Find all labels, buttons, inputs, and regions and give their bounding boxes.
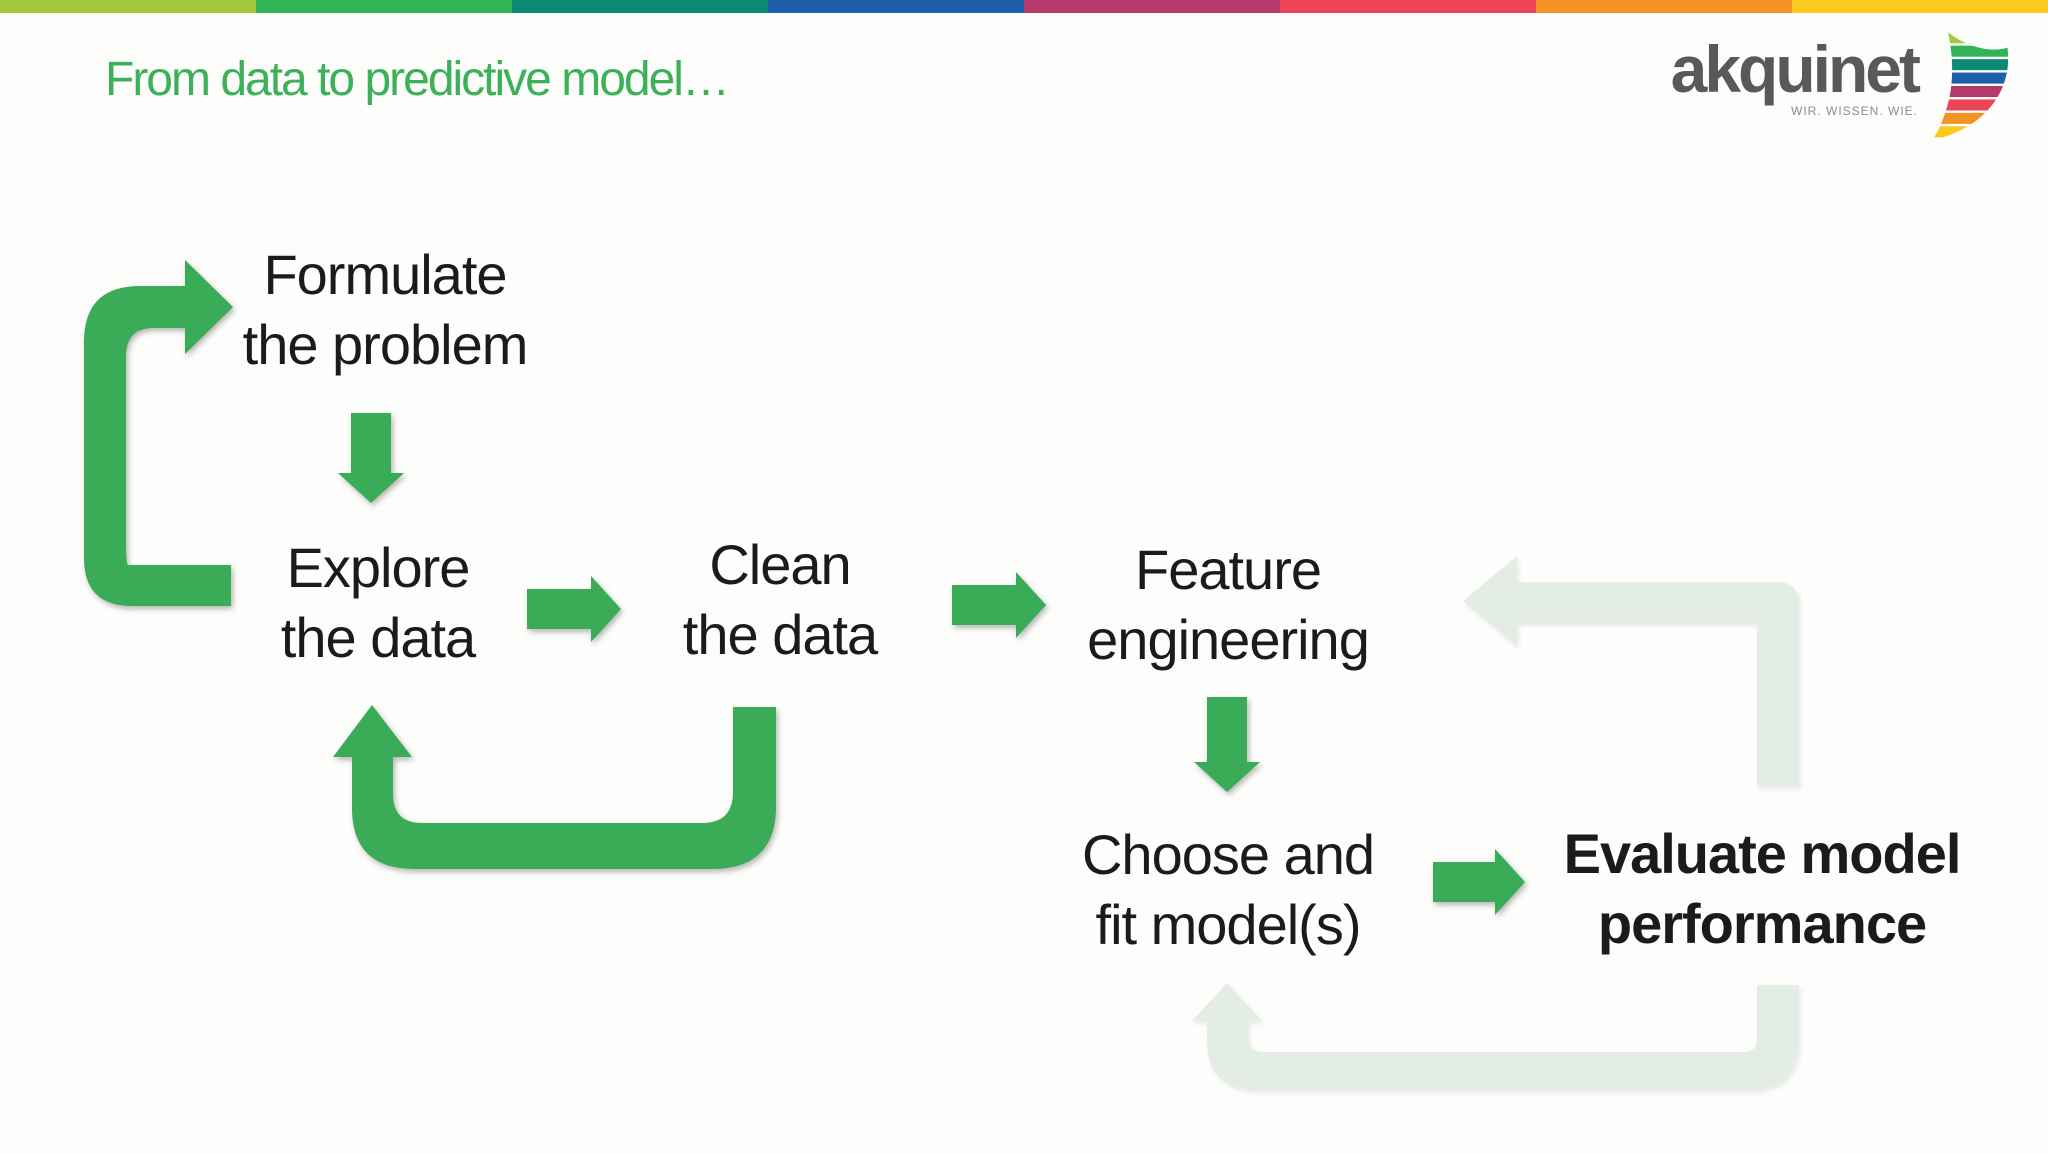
loop-arrow-explore-to-formulate bbox=[84, 260, 233, 606]
node-line: Formulate bbox=[263, 243, 507, 306]
arrow-choose-to-evaluate bbox=[1433, 849, 1525, 915]
page-title: From data to predictive model… bbox=[105, 53, 730, 106]
node-line: Choose and bbox=[1081, 823, 1375, 886]
sail-stripe bbox=[1932, 86, 2009, 98]
accent-segment bbox=[768, 0, 1024, 13]
node-line: Feature bbox=[1135, 538, 1322, 601]
sail-stripe bbox=[1932, 45, 2009, 57]
node-line: the data bbox=[280, 606, 476, 669]
sail-stripe bbox=[1932, 72, 2009, 84]
logo-wordmark: akquinet bbox=[1670, 32, 1921, 106]
arrow-feature-to-choose bbox=[1194, 697, 1260, 792]
logo-tagline: WIR. WISSEN. WIE. bbox=[1791, 104, 1918, 118]
accent-segment bbox=[0, 0, 256, 13]
sail-stripe bbox=[1932, 59, 2009, 71]
accent-segment bbox=[512, 0, 768, 13]
feedback-arrow-evaluate-to-feature bbox=[1463, 556, 1799, 786]
node-line: the problem bbox=[242, 313, 529, 376]
node-line: Evaluate model bbox=[1563, 822, 1962, 885]
feedback-arrow-evaluate-to-choose bbox=[1192, 983, 1799, 1090]
node-line: Explore bbox=[286, 536, 471, 599]
node-choose-and-fit-models: Choose and fit model(s) bbox=[1081, 820, 1375, 960]
accent-segment bbox=[1536, 0, 1792, 13]
accent-segment bbox=[1024, 0, 1280, 13]
node-line: engineering bbox=[1087, 608, 1370, 671]
accent-segment bbox=[1280, 0, 1536, 13]
node-line: the data bbox=[682, 603, 878, 666]
sail-stripe bbox=[1932, 112, 2009, 124]
arrow-formulate-to-explore bbox=[338, 413, 404, 503]
logo: akquinet WIR. WISSEN. WIE. bbox=[1670, 32, 1921, 118]
sail-stripe bbox=[1932, 99, 2009, 111]
node-feature-engineering: Feature engineering bbox=[1087, 535, 1370, 675]
arrow-explore-to-clean bbox=[527, 576, 621, 642]
top-accent-bar bbox=[0, 0, 2048, 13]
accent-segment bbox=[256, 0, 512, 13]
node-formulate-the-problem: Formulate the problem bbox=[242, 240, 529, 380]
node-explore-the-data: Explore the data bbox=[280, 533, 476, 673]
accent-segment bbox=[1792, 0, 2048, 13]
logo-sail-icon bbox=[1932, 32, 2009, 138]
node-line: fit model(s) bbox=[1095, 893, 1362, 956]
node-evaluate-model-performance: Evaluate model performance bbox=[1563, 819, 1962, 959]
node-line: Clean bbox=[709, 533, 851, 596]
node-clean-the-data: Clean the data bbox=[682, 530, 878, 670]
node-line: performance bbox=[1597, 892, 1927, 955]
loop-arrow-clean-to-explore bbox=[333, 705, 776, 869]
arrow-clean-to-feature bbox=[952, 572, 1046, 638]
